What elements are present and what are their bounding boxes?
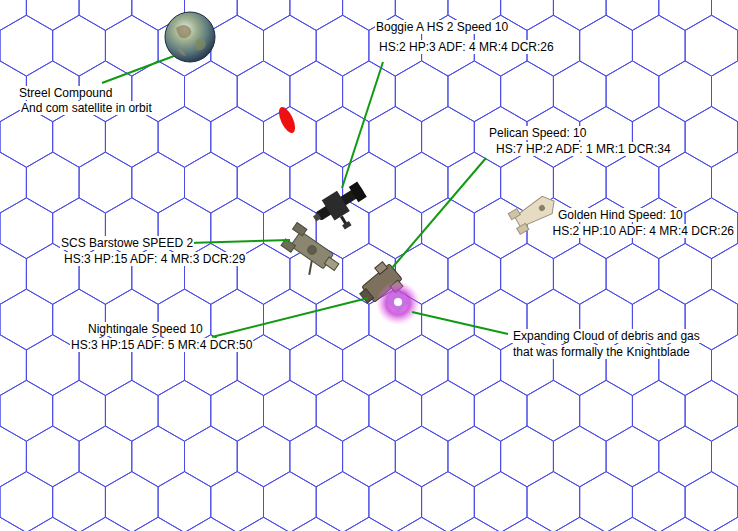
boggie-ship bbox=[308, 179, 375, 240]
ship-stats: HS:7 HP:2 ADF: 1 MR:1 DCR:34 bbox=[495, 142, 672, 156]
red-marker bbox=[276, 105, 299, 135]
ship-stats: HS:2 HP:3 ADF: 4 MR:4 DCR:26 bbox=[378, 40, 555, 54]
leader-line bbox=[188, 240, 290, 243]
leader-line bbox=[342, 62, 383, 188]
ship-stats: HS:2 HP:10 ADF: 4 MR:4 DCR:26 bbox=[552, 224, 735, 238]
ship-name: SCS Barstowe SPEED 2 bbox=[60, 236, 194, 250]
leader-line bbox=[412, 312, 508, 334]
leader-line bbox=[102, 56, 174, 83]
leader-line bbox=[212, 298, 368, 337]
leader-line bbox=[392, 158, 486, 268]
ship-name: Golden Hind Speed: 10 bbox=[557, 208, 684, 222]
planet bbox=[165, 12, 215, 62]
cloud-note: that was formally the Knightblade bbox=[512, 345, 691, 359]
place-note: And com satellite in orbit bbox=[20, 101, 153, 115]
ship-stats: HS:3 HP:15 ADF: 4 MR:3 DCR:29 bbox=[63, 252, 246, 266]
ship-name: Pelican Speed: 10 bbox=[488, 126, 587, 140]
ship-name: Boggie A HS 2 Speed 10 bbox=[375, 20, 509, 34]
debris-cloud bbox=[376, 281, 420, 325]
ship-stats: HS:3 HP:15 ADF: 5 MR:4 DCR:50 bbox=[70, 338, 253, 352]
place-name: Streel Compound bbox=[18, 86, 113, 100]
barstowe-ship bbox=[276, 222, 344, 285]
ship-name: Nightingale Speed 10 bbox=[87, 322, 204, 336]
cloud-note: Expanding Cloud of debris and gas bbox=[512, 329, 701, 343]
